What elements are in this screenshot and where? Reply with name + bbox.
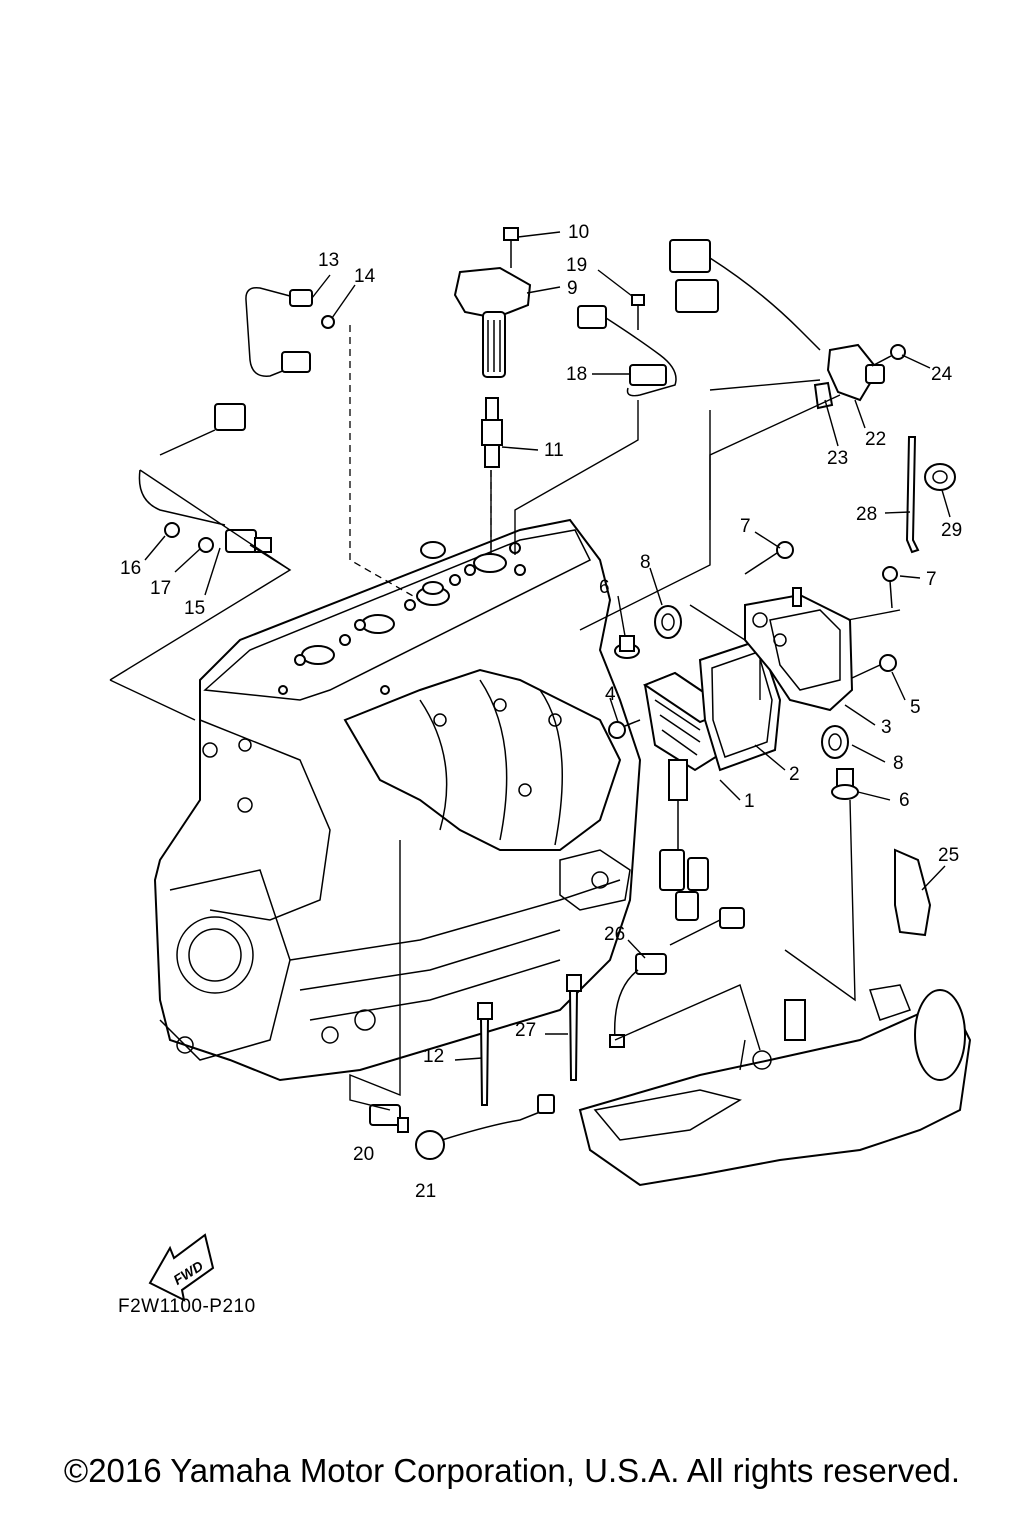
part-22-sensor-harness — [669, 239, 885, 402]
callout-1: 1 — [744, 791, 755, 812]
callout-leaders — [144, 231, 951, 1061]
part-7-bolt-left — [744, 541, 794, 575]
part-13-sensor — [245, 287, 313, 377]
callout-2: 2 — [789, 764, 800, 785]
callout-20: 20 — [353, 1144, 374, 1165]
callout-6-upper: 6 — [599, 577, 610, 598]
assembly-lines — [109, 325, 901, 1111]
callout-18: 18 — [566, 364, 587, 385]
part-16-bolt — [164, 522, 180, 538]
part-14-washer — [321, 315, 335, 329]
part-17-gasket — [198, 537, 214, 553]
callout-25: 25 — [938, 845, 959, 866]
part-26-sensor — [609, 907, 745, 1048]
part-24-bolt — [871, 344, 906, 367]
callout-10: 10 — [568, 222, 589, 243]
part-11-spark-plug — [481, 397, 503, 468]
callout-3: 3 — [881, 717, 892, 738]
part-8-grommet-upper — [654, 605, 682, 639]
part-9-ignition-coil — [453, 266, 532, 378]
callout-13: 13 — [318, 250, 339, 271]
callout-8-lower: 8 — [893, 753, 904, 774]
part-12-cable-tie — [477, 1002, 493, 1106]
part-28-cable-tie — [905, 436, 920, 554]
part-25-clip — [894, 848, 932, 937]
callout-19: 19 — [566, 255, 587, 276]
callout-5: 5 — [910, 697, 921, 718]
callout-4: 4 — [605, 684, 616, 705]
part-3-bracket — [744, 587, 854, 712]
part-code: F2W1100-P210 — [118, 1296, 256, 1317]
callout-7-left: 7 — [740, 516, 751, 537]
part-27-cable-tie — [566, 974, 582, 1081]
part-19-bolt — [631, 294, 645, 330]
callout-6-lower: 6 — [899, 790, 910, 811]
callout-16: 16 — [120, 558, 141, 579]
callout-21: 21 — [415, 1181, 436, 1202]
callout-23: 23 — [827, 448, 848, 469]
part-21-harness — [415, 1094, 555, 1160]
part-8-grommet-lower — [821, 725, 849, 759]
callout-12: 12 — [423, 1046, 444, 1067]
part-23-gasket — [813, 381, 834, 410]
part-18-sensor — [577, 305, 677, 397]
callout-28: 28 — [856, 504, 877, 525]
callout-14: 14 — [354, 266, 376, 287]
part-6-collar-upper — [614, 635, 640, 659]
callout-29: 29 — [941, 520, 962, 541]
callout-24: 24 — [931, 364, 953, 385]
part-29-grommet — [924, 463, 956, 491]
part-6-collar-lower — [831, 768, 859, 800]
callout-15: 15 — [184, 598, 205, 619]
callout-11: 11 — [544, 440, 564, 461]
part-10-bolt — [503, 227, 519, 268]
callout-7-right: 7 — [926, 569, 937, 590]
part-5-bolt — [851, 654, 897, 679]
fwd-arrow-icon: FWD — [148, 1233, 215, 1302]
callout-26: 26 — [604, 924, 625, 945]
exhaust-pipe — [578, 984, 972, 1187]
callout-17: 17 — [150, 578, 171, 599]
copyright-notice: ©2016 Yamaha Motor Corporation, U.S.A. A… — [63, 1452, 961, 1489]
part-4-bolt — [608, 719, 641, 739]
callout-9: 9 — [567, 278, 578, 299]
part-15-sensor — [138, 403, 272, 553]
part-7-bolt-right — [882, 566, 898, 609]
callout-8-upper: 8 — [640, 552, 651, 573]
callout-22: 22 — [865, 429, 886, 450]
callout-labels: 1 2 3 4 5 6 6 7 7 8 8 9 10 11 12 13 14 1… — [120, 222, 962, 1202]
callout-27: 27 — [515, 1020, 536, 1041]
engine-block — [153, 518, 642, 1082]
part-20-sensor — [369, 1104, 409, 1133]
